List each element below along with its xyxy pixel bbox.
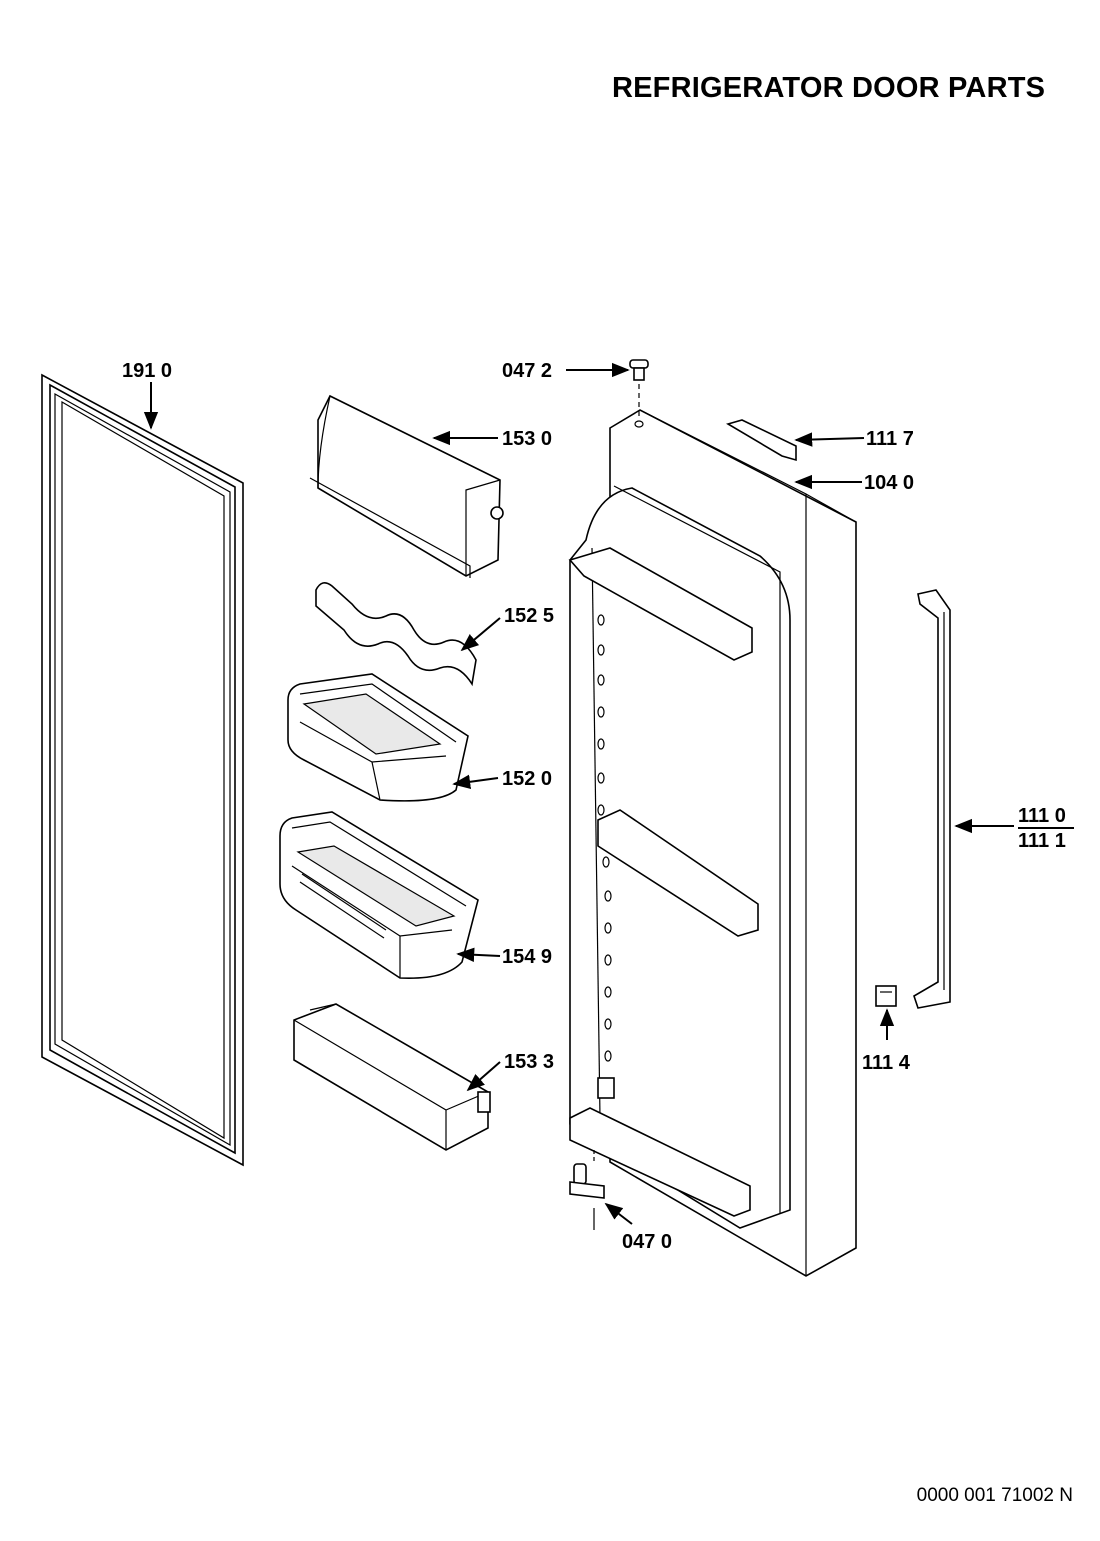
- door-assembly: [568, 409, 857, 1277]
- label-047-0: 047 0: [622, 1231, 672, 1253]
- label-111-4: 111 4: [862, 1052, 911, 1074]
- handle-end-cap: [875, 985, 897, 1007]
- bottle-retainer: [315, 582, 477, 687]
- door-gasket: [41, 373, 244, 1167]
- bottle-bin: [279, 811, 479, 979]
- leader-152-0: [452, 774, 499, 789]
- dairy-compartment-cover: [309, 394, 504, 578]
- label-111-7: 111 7: [866, 428, 914, 450]
- door-bin: [287, 673, 469, 802]
- door-handle: [913, 589, 951, 1009]
- label-152-0: 152 0: [502, 768, 552, 790]
- label-111-1: 111 1: [1018, 830, 1066, 852]
- bottom-door-shelf: [293, 1003, 491, 1151]
- leader-153-3: [466, 1061, 501, 1092]
- label-104-0: 104 0: [864, 472, 914, 494]
- bottom-hinge-pin: [569, 1150, 605, 1230]
- leader-154-9: [456, 947, 501, 962]
- label-152-5: 152 5: [504, 605, 554, 627]
- leader-lines: [143, 362, 1074, 1225]
- callout-labels: 191 0 047 2 153 0 111 7 104 0 152 5 152 …: [122, 360, 1066, 1253]
- leader-047-0: [604, 1202, 633, 1225]
- label-191-0: 191 0: [122, 360, 172, 382]
- top-hinge-pin: [629, 359, 649, 428]
- label-154-9: 154 9: [502, 946, 552, 968]
- trim-strip: [725, 419, 797, 462]
- label-111-0: 111 0: [1018, 805, 1066, 827]
- egg-rack: [299, 873, 387, 939]
- rack-holes: [597, 614, 612, 1062]
- label-153-0: 153 0: [502, 428, 552, 450]
- label-047-2: 047 2: [502, 360, 552, 382]
- leader-111-7: [794, 432, 865, 447]
- document-number: 0000 001 71002 N: [916, 1485, 1073, 1506]
- label-153-3: 153 3: [504, 1051, 554, 1073]
- page-title: REFRIGERATOR DOOR PARTS: [612, 72, 1046, 104]
- leader-152-5: [460, 617, 501, 652]
